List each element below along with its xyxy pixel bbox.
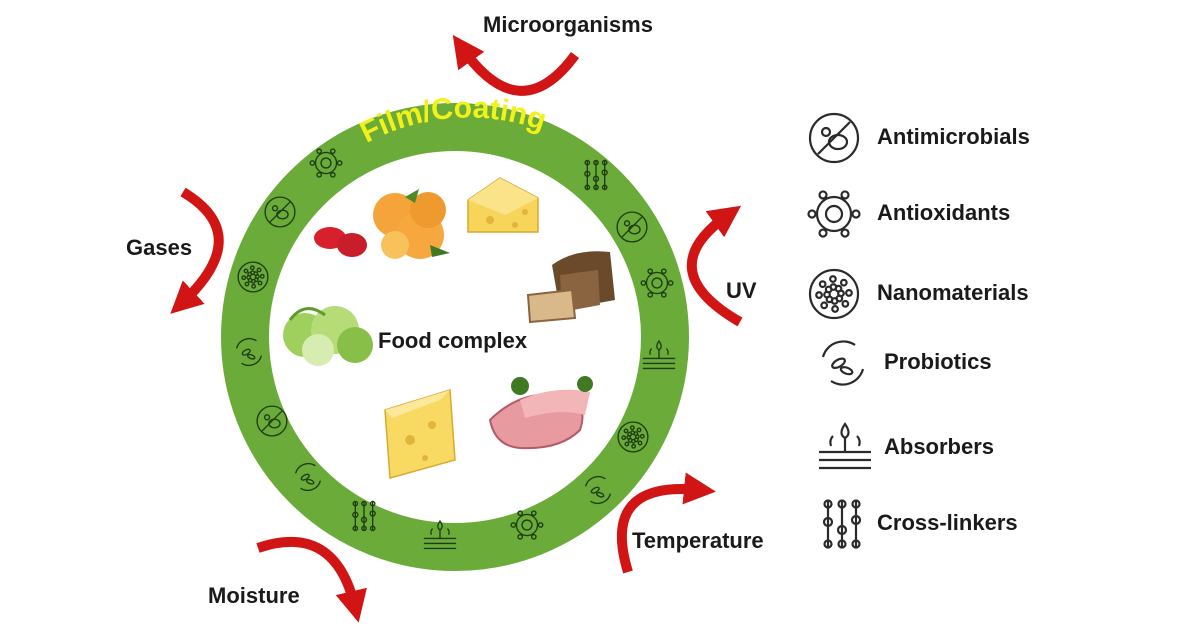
legend-item-probiotics: Probiotics bbox=[812, 335, 1112, 391]
gases-arrow bbox=[170, 187, 224, 314]
antioxidant-icon bbox=[309, 148, 343, 178]
probiotic-icon bbox=[235, 337, 263, 367]
meat-image bbox=[488, 376, 593, 450]
nanomaterial-icon bbox=[808, 268, 860, 320]
microorganisms-arrow bbox=[452, 34, 580, 96]
legend-label: Antimicrobials bbox=[877, 124, 1030, 149]
cabbage-image bbox=[283, 306, 373, 366]
uv-arrow bbox=[686, 205, 743, 327]
probiotic-icon bbox=[294, 462, 322, 492]
food-complex-label: Food complex bbox=[378, 328, 528, 353]
antioxidant-icon bbox=[807, 190, 861, 238]
absorber-icon bbox=[423, 519, 457, 550]
legend-item-absorbers: Absorbers bbox=[812, 420, 1112, 476]
legend-label: Probiotics bbox=[884, 349, 992, 374]
legend-label: Cross-linkers bbox=[877, 510, 1018, 535]
crosslinker-icon bbox=[584, 159, 608, 191]
antimicrobial-icon bbox=[256, 405, 288, 437]
legend-item-nanomaterials: Nanomaterials bbox=[805, 266, 1105, 322]
temperature-label: Temperature bbox=[632, 528, 764, 553]
film-coating-ring bbox=[221, 103, 689, 571]
temperature-arrow bbox=[616, 472, 716, 574]
bread-image bbox=[526, 251, 615, 324]
legend-label: Absorbers bbox=[884, 434, 995, 459]
legend-item-antimicrobials: Antimicrobials bbox=[805, 110, 1105, 166]
moisture-arrow bbox=[256, 536, 367, 623]
moisture-label: Moisture bbox=[208, 583, 300, 608]
uv-label: UV bbox=[726, 278, 757, 303]
crosslinker-icon bbox=[352, 500, 376, 532]
antioxidant-icon bbox=[640, 268, 674, 298]
antimicrobial-icon bbox=[808, 112, 860, 164]
absorber-icon bbox=[819, 422, 871, 470]
probiotic-icon bbox=[584, 475, 612, 505]
cheese-wedge-bottom-image bbox=[384, 389, 456, 479]
legend-item-crosslinkers: Cross-linkers bbox=[805, 496, 1105, 552]
cheese-wedge-top-image bbox=[467, 177, 539, 233]
nanomaterial-icon bbox=[617, 421, 649, 453]
legend-item-antioxidants: Antioxidants bbox=[805, 186, 1105, 242]
gases-label: Gases bbox=[126, 235, 193, 260]
antimicrobial-icon bbox=[264, 196, 296, 228]
legend-label: Antioxidants bbox=[877, 200, 1011, 225]
microorganisms-label: Microorganisms bbox=[483, 12, 653, 37]
antioxidant-icon bbox=[510, 510, 544, 540]
absorber-icon bbox=[642, 339, 676, 370]
apricot-strawberry-image bbox=[314, 189, 450, 259]
legend-label: Nanomaterials bbox=[877, 280, 1029, 305]
nanomaterial-icon bbox=[237, 261, 269, 293]
crosslinker-icon bbox=[822, 499, 862, 549]
antimicrobial-icon bbox=[616, 211, 648, 243]
probiotic-icon bbox=[821, 340, 865, 386]
